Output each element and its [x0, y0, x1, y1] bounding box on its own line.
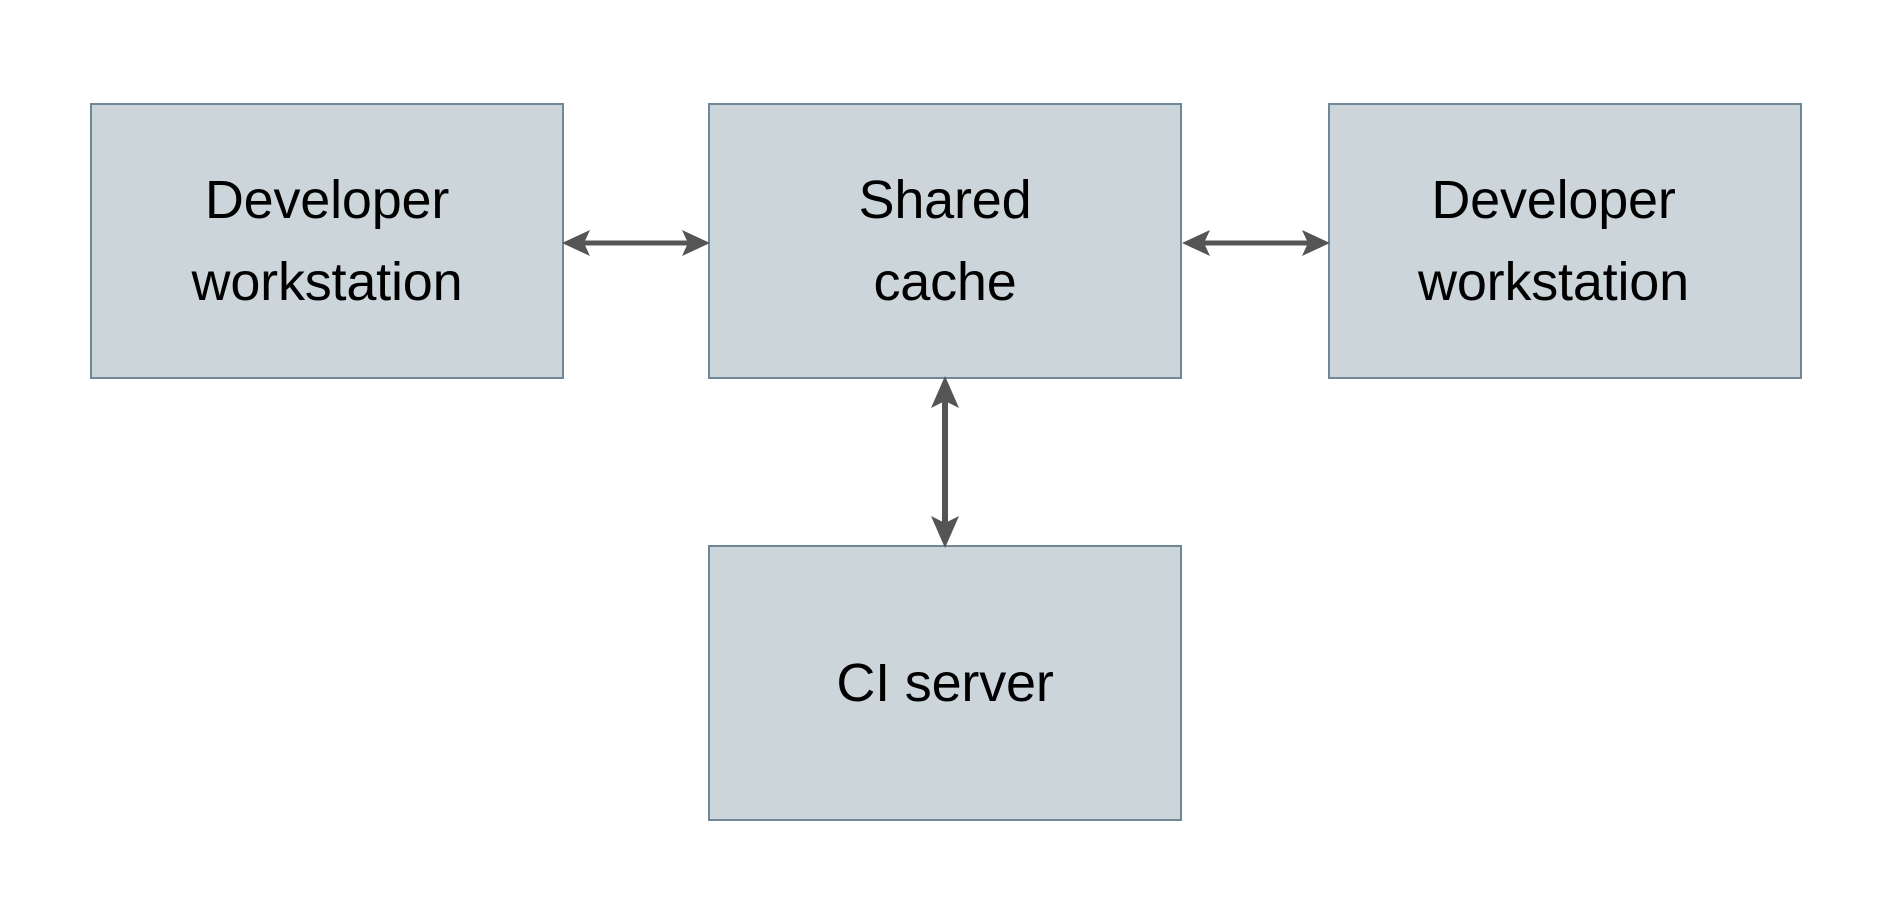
- node-developer-workstation-right[interactable]: Developer workstation: [1328, 103, 1802, 379]
- double-headed-arrow-icon: [1182, 230, 1330, 256]
- node-label: CI server: [836, 652, 1054, 713]
- node-label: Developer workstation: [1418, 169, 1689, 312]
- node-shared-cache[interactable]: Shared cache: [708, 103, 1182, 379]
- node-label: Shared cache: [858, 169, 1032, 312]
- double-headed-arrow-icon: [562, 230, 710, 256]
- node-ci-server[interactable]: CI server: [708, 545, 1182, 821]
- node-label: Developer workstation: [191, 169, 463, 312]
- connector-shared-cache-to-ci-server[interactable]: [916, 374, 974, 550]
- connector-dev-left-to-shared-cache[interactable]: [560, 214, 712, 272]
- node-developer-workstation-left[interactable]: Developer workstation: [90, 103, 564, 379]
- double-headed-arrow-icon: [931, 376, 959, 548]
- connector-shared-cache-to-dev-right[interactable]: [1180, 214, 1332, 272]
